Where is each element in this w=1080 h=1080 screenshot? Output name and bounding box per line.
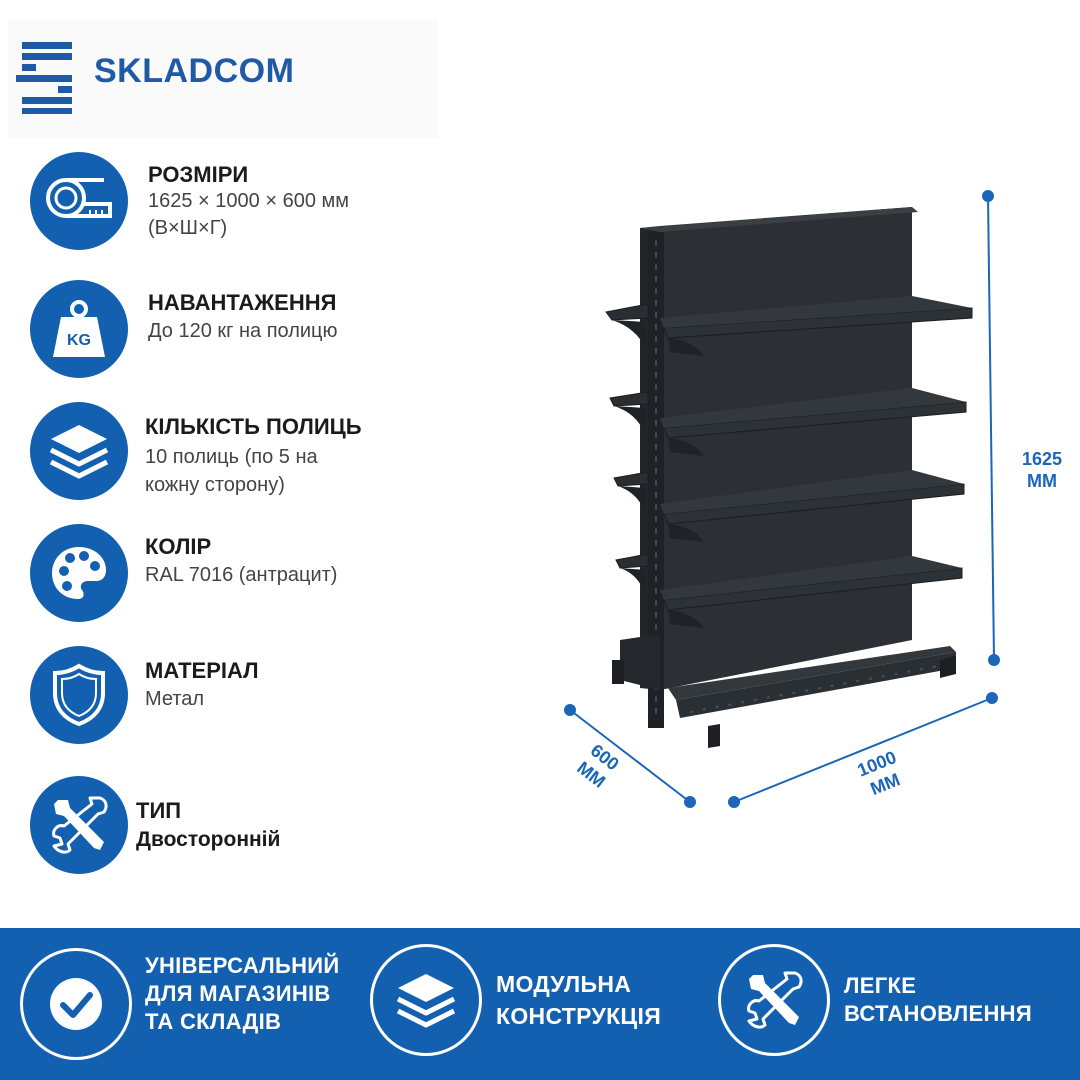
feature-desc-line: RAL 7016 (антрацит) [145,564,338,586]
product-illustration [564,190,1000,808]
benefit-text: УНІВЕРСАЛЬНИЙ ДЛЯ МАГАЗИНІВ ТА СКЛАДІВ [145,952,340,1036]
benefits-banner: УНІВЕРСАЛЬНИЙ ДЛЯ МАГАЗИНІВ ТА СКЛАДІВ М… [0,928,1080,1080]
feature-icon-circle [30,152,128,250]
feature-title: РОЗМІРИ [148,162,249,187]
benefit-line: КОНСТРУКЦІЯ [496,1003,662,1029]
feature-desc-line: кожну сторону) [145,474,285,496]
feature-desc-line: До 120 кг на полицю [148,320,338,342]
benefit-line: МОДУЛЬНА [496,971,632,997]
benefit-line: ВСТАНОВЛЕННЯ [844,1001,1032,1026]
benefit-line: УНІВЕРСАЛЬНИЙ [145,953,340,978]
benefit-text: МОДУЛЬНА КОНСТРУКЦІЯ [496,968,661,1032]
height-unit: ММ [1027,471,1057,491]
feature-desc-line: Метал [145,688,205,710]
feature-icon-circle [30,776,128,874]
depth-dimension-line [564,704,696,808]
benefit-line: ТА СКЛАДІВ [145,1009,282,1034]
shelving-unit [605,207,973,748]
layers-icon [49,425,109,479]
benefit-text: ЛЕГКЕ ВСТАНОВЛЕННЯ [844,972,1032,1028]
feature-icon-circle [30,524,128,622]
kg-weight-icon: KG [53,300,105,357]
feature-desc-line: 10 полиць (по 5 на [145,446,318,468]
tools-icon [747,971,803,1029]
feature-title: МАТЕРІАЛ [145,658,259,683]
height-dimension-label: 1625 ММ [1012,448,1072,492]
feature-icon-circle: KG [30,280,128,378]
feature-title: НАВАНТАЖЕННЯ [148,290,337,315]
brand-logo: SKLADCOM [8,20,438,138]
brand-name: SKLADCOM [94,52,295,90]
feature-title: КОЛІР [145,534,212,559]
checkmark-icon [50,978,102,1030]
benefit-icon-circle [370,944,482,1056]
benefit-line: ЛЕГКЕ [844,973,917,998]
benefit-icon-circle [718,944,830,1056]
palette-icon [52,547,106,599]
feature-title: КІЛЬКІСТЬ ПОЛИЦЬ [145,414,362,439]
width-dimension-line [728,692,998,808]
tools-icon [52,796,108,854]
feature-icon-circle [30,646,128,744]
skladcom-logo-icon [16,42,72,114]
shield-icon [53,663,105,727]
svg-text:KG: KG [67,332,91,349]
feature-desc-line: 1625 × 1000 × 600 мм [148,190,349,212]
height-dimension-line [982,190,1000,666]
layers-icon [396,974,456,1028]
tape-measure-icon [46,178,112,218]
height-value: 1625 [1021,449,1063,469]
benefit-line: ДЛЯ МАГАЗИНІВ [145,981,331,1006]
feature-desc-line: (В×Ш×Г) [148,217,228,239]
benefit-icon-circle [20,948,132,1060]
feature-desc-line: Двосторонній [136,828,281,851]
feature-icon-circle [30,402,128,500]
feature-title: ТИП [136,798,182,823]
